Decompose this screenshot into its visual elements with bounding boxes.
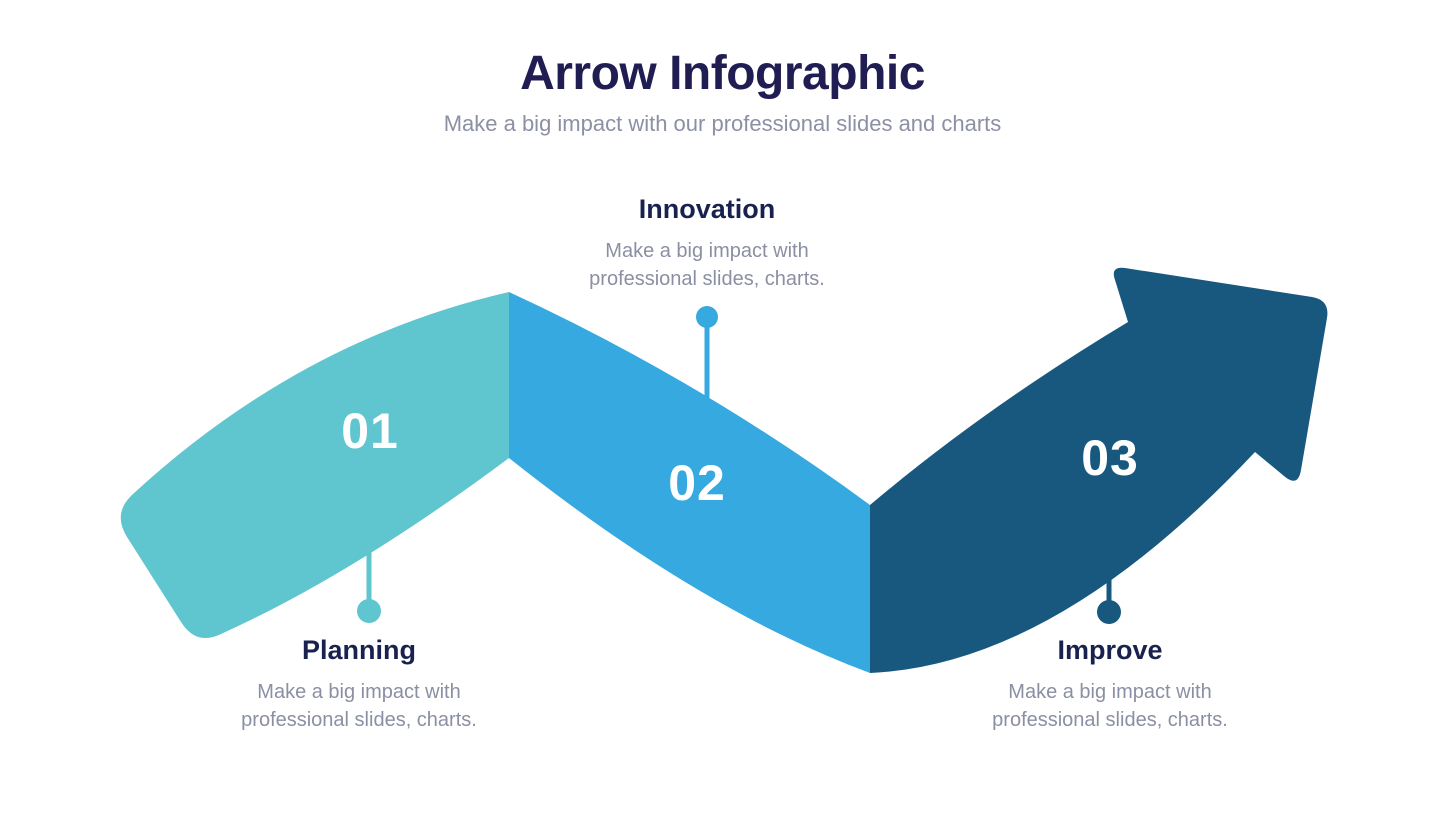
planning-connector-dot <box>357 599 381 623</box>
step-block-innovation: Innovation Make a big impact with profes… <box>547 193 867 293</box>
step-number-1: 01 <box>341 403 399 459</box>
page-subtitle: Make a big impact with our professional … <box>443 110 1002 136</box>
arrow-segment-3 <box>870 267 1328 673</box>
page-title: Arrow Infographic <box>520 47 925 100</box>
arrow-segment-2 <box>509 292 870 673</box>
innovation-connector-dot <box>696 306 718 328</box>
step-number-2: 02 <box>668 455 726 511</box>
step-title-improve: Improve <box>1057 635 1163 665</box>
step-description-innovation: Make a big impact with professional slid… <box>589 240 825 291</box>
arrow-segment-1 <box>120 292 509 638</box>
improve-connector-dot <box>1097 600 1121 624</box>
step-description-planning: Make a big impact with professional slid… <box>241 681 477 732</box>
header: Arrow Infographic Make a big impact with… <box>0 47 1445 137</box>
step-title-innovation: Innovation <box>638 194 776 224</box>
step-title-planning: Planning <box>302 635 416 665</box>
step-block-improve: Improve Make a big impact with professio… <box>950 634 1270 734</box>
step-description-improve: Make a big impact with professional slid… <box>992 681 1228 732</box>
step-block-planning: Planning Make a big impact with professi… <box>199 634 519 734</box>
step-number-3: 03 <box>1081 430 1139 486</box>
